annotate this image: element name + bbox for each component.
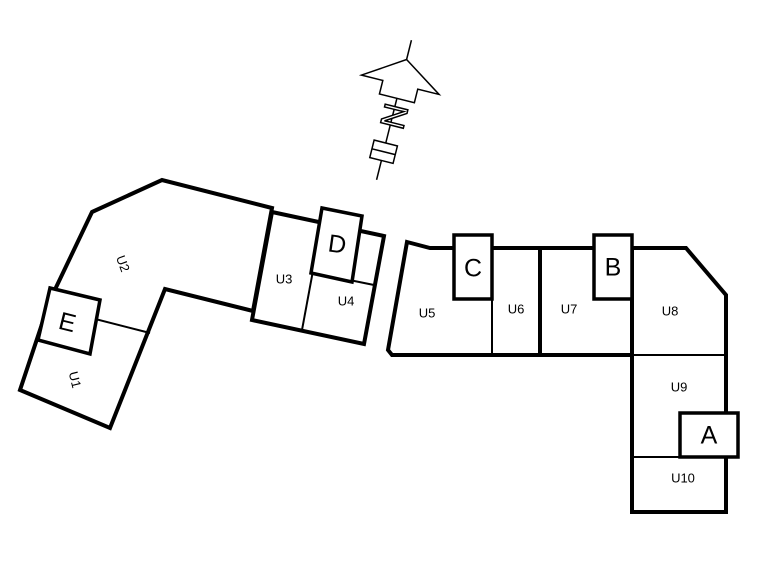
core-c: C bbox=[452, 233, 494, 301]
core-b: B bbox=[592, 233, 634, 301]
north-letter: N bbox=[372, 100, 415, 133]
north-arrow-head bbox=[358, 58, 442, 104]
unit-label-u7: U7 bbox=[561, 301, 578, 316]
block-u5-u7 bbox=[385, 239, 634, 357]
core-d-box bbox=[308, 205, 364, 285]
north-arrow-box-divider bbox=[371, 148, 396, 156]
unit-label-u4: U4 bbox=[338, 293, 355, 308]
unit-label-u10: U10 bbox=[671, 470, 695, 485]
north-arrow-icon: N bbox=[358, 39, 442, 181]
unit-label-u3: U3 bbox=[276, 271, 293, 286]
unit-label-u6: U6 bbox=[508, 301, 525, 316]
core-a-box bbox=[678, 411, 740, 459]
unit-label-u8: U8 bbox=[662, 303, 679, 318]
core-d: D bbox=[308, 205, 364, 285]
core-e: E bbox=[35, 285, 103, 357]
core-e-label: E bbox=[56, 307, 79, 338]
unit-label-u1: U1 bbox=[66, 370, 85, 390]
core-a: A bbox=[678, 411, 740, 459]
core-c-label: C bbox=[464, 255, 482, 283]
unit-label-u2: U2 bbox=[113, 253, 133, 274]
unit-label-u5: U5 bbox=[419, 305, 436, 320]
core-d-label: D bbox=[326, 230, 348, 260]
core-a-label: A bbox=[701, 422, 718, 450]
core-e-box bbox=[35, 285, 103, 357]
unit-label-u9: U9 bbox=[671, 379, 688, 394]
core-b-box bbox=[592, 233, 634, 301]
core-b-label: B bbox=[605, 254, 622, 282]
core-c-box bbox=[452, 233, 494, 301]
